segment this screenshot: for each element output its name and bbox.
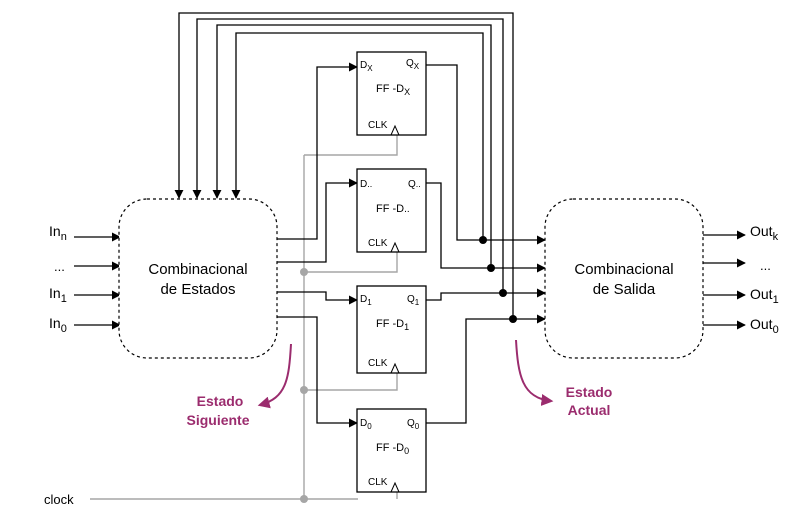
data-junctions bbox=[479, 236, 517, 323]
output-label-1: Out1 bbox=[750, 286, 779, 306]
next-state-arrow bbox=[257, 343, 292, 409]
ff-dots-clk-label: CLK bbox=[368, 238, 388, 249]
input-label-n: Inn bbox=[49, 223, 67, 243]
ff-1-q-label: Q1 bbox=[407, 294, 420, 307]
input-label-1: In1 bbox=[49, 285, 67, 305]
ff-dots-clock-triangle bbox=[390, 241, 400, 253]
state-logic-title-line2: de Estados bbox=[160, 281, 235, 298]
state-logic-title-line1: Combinacional bbox=[148, 261, 247, 278]
current-state-arrow bbox=[515, 339, 554, 406]
flipflop-x: DX QX FF -DX CLK bbox=[356, 51, 427, 136]
flipflop-0: D0 Q0 FF -D0 CLK bbox=[356, 408, 427, 493]
ff-0-clk-label: CLK bbox=[368, 477, 388, 488]
next-state-label-line2: Siguiente bbox=[186, 412, 249, 428]
ff-1-clk-label: CLK bbox=[368, 358, 388, 369]
ff-1-d-label: D1 bbox=[360, 294, 372, 307]
flipflop-1: D1 Q1 FF -D1 CLK bbox=[356, 285, 427, 374]
ff-0-name: FF -D0 bbox=[376, 442, 409, 456]
ff-dots-q-label: Q.. bbox=[408, 179, 421, 190]
ff-x-name: FF -DX bbox=[376, 83, 410, 97]
input-label-0: In0 bbox=[49, 315, 67, 335]
ff-x-clock-triangle bbox=[390, 124, 400, 136]
ff-dots-name: FF -D.. bbox=[376, 203, 410, 215]
ff-0-clock-triangle bbox=[390, 481, 400, 493]
flipflop-dots: D.. Q.. FF -D.. CLK bbox=[356, 168, 427, 253]
ff-x-q-label: QX bbox=[406, 58, 420, 71]
ff-1-name: FF -D1 bbox=[376, 318, 409, 332]
output-label-0: Out0 bbox=[750, 316, 779, 336]
current-state-label-line2: Actual bbox=[568, 402, 611, 418]
state-logic-block bbox=[118, 198, 278, 359]
input-ellipsis: ... bbox=[54, 259, 65, 274]
ff-x-d-label: DX bbox=[360, 60, 373, 73]
ff-0-d-label: D0 bbox=[360, 418, 372, 431]
clock-junctions bbox=[300, 268, 308, 503]
ff-0-q-label: Q0 bbox=[407, 418, 420, 431]
output-logic-title-line1: Combinacional bbox=[574, 261, 673, 278]
clock-label: clock bbox=[44, 492, 74, 507]
ff-dots-d-label: D.. bbox=[360, 179, 372, 190]
next-state-label-line1: Estado bbox=[197, 393, 244, 409]
current-state-label-line1: Estado bbox=[566, 384, 613, 400]
ff-x-clk-label: CLK bbox=[368, 120, 388, 131]
output-logic-block bbox=[544, 198, 704, 359]
output-label-k: Outk bbox=[750, 223, 779, 243]
output-ellipsis: ... bbox=[760, 258, 771, 273]
output-logic-title-line2: de Salida bbox=[593, 281, 656, 298]
clock-network bbox=[90, 132, 398, 500]
data-wires bbox=[74, 12, 746, 428]
ff-1-clock-triangle bbox=[390, 362, 400, 374]
